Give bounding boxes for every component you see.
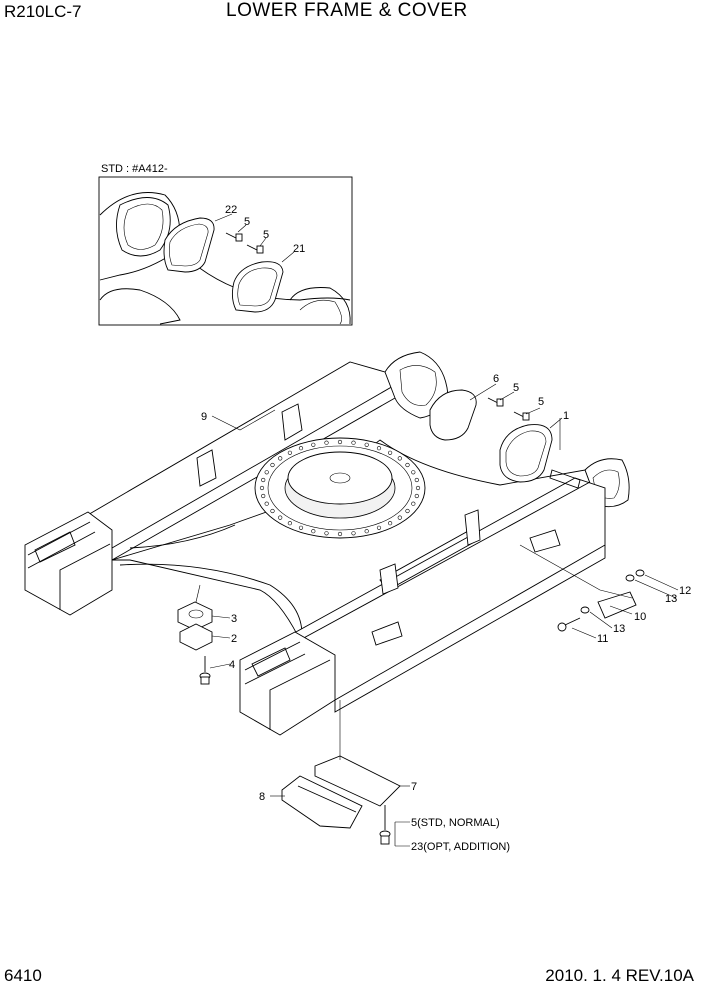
callout-12: 12 [679, 585, 691, 597]
callout-5: 5 [244, 216, 250, 228]
cover-8 [281, 775, 363, 829]
bearing-bolt-hole [415, 485, 421, 491]
bolt-4 [199, 656, 211, 685]
leader-lines [195, 383, 679, 847]
bracket-front-1 [464, 509, 481, 546]
bearing-bolt-hole [414, 477, 419, 483]
bearing-bolt-hole [311, 442, 316, 447]
guide-10 [597, 591, 637, 619]
bolt-5-lower [513, 411, 530, 421]
callout-6: 6 [493, 373, 499, 385]
bolt-5-upper [487, 397, 504, 407]
callout-1: 1 [563, 410, 569, 422]
callout-11: 11 [597, 633, 608, 645]
bracket-front-2 [379, 563, 399, 595]
callout-9: 9 [201, 411, 207, 423]
bearing-bolt-hole [351, 531, 356, 536]
bearing-bolt-hole [376, 446, 382, 451]
bearing-bolt-hole [351, 440, 356, 445]
washer-13-upper [625, 574, 635, 582]
inset-bolt-b [246, 244, 264, 254]
callout-13: 13 [665, 593, 677, 605]
callout-5: 5 [513, 382, 519, 394]
bearing-bolt-hole [364, 529, 369, 534]
guide-hook-2 [371, 621, 403, 646]
bearing-bolt-hole [337, 439, 343, 445]
bearing-bolt-hole [261, 493, 266, 499]
bearing-bolt-hole [287, 521, 293, 526]
bracket-rear-1 [281, 403, 303, 441]
inset-frame-boss-right [289, 287, 351, 325]
bearing-bolt-hole [411, 501, 416, 506]
inset-cover-21 [231, 261, 284, 313]
inset-detail: STD : #A412- 22 5 5 21 [98, 163, 353, 326]
bearing-bolt-hole [405, 508, 410, 514]
bearing-bolt-hole [324, 531, 329, 536]
nut-12 [635, 569, 645, 577]
bearing-bolt-hole [270, 462, 275, 468]
cover-1 [499, 424, 553, 483]
bearing-bolt-hole [259, 485, 265, 491]
bearing-bolt-holes [259, 439, 421, 537]
bearing-bolt-hole [287, 450, 293, 455]
callout-21: 21 [293, 243, 305, 255]
bearing-bolt-hole [324, 440, 329, 445]
bearing-bolt-hole [270, 508, 275, 514]
bearing-bolt-hole [388, 521, 393, 526]
center-body [111, 439, 599, 641]
page-title: LOWER FRAME & COVER [226, 0, 468, 21]
gasket-2 [179, 623, 213, 651]
lower-frame [24, 351, 630, 736]
inset-bolt-a [225, 232, 243, 242]
model-code: R210LC-7 [4, 2, 82, 21]
bearing-bolt-hole [397, 515, 402, 520]
bearing-bolt-hole [264, 501, 269, 506]
bolt-5-23 [379, 805, 391, 845]
bolt-11 [557, 617, 581, 632]
bearing-bolt-hole [298, 446, 304, 451]
bearing-bolt-hole [397, 456, 402, 461]
callout-7: 7 [411, 781, 417, 793]
callout-22: 22 [225, 204, 237, 216]
bearing-bolt-hole [411, 470, 416, 475]
bearing-bolt-hole [298, 525, 304, 530]
bearing-bolt-hole [388, 450, 393, 455]
guide-hook-1 [529, 529, 561, 553]
callout-8: 8 [259, 791, 265, 803]
date-revision: 2010. 1. 4 REV.10A [545, 966, 694, 985]
callout-13: 13 [613, 623, 625, 635]
bearing-bolt-hole [311, 529, 316, 534]
bearing-bolt-hole [376, 525, 382, 530]
callout-5-std: 5(STD, NORMAL) [411, 817, 500, 829]
callout-4: 4 [229, 659, 235, 671]
cover-7 [314, 755, 401, 807]
bearing-bolt-hole [414, 493, 419, 499]
page-number: 6410 [4, 966, 42, 985]
callout-5: 5 [263, 229, 269, 241]
bearing-bolt-hole [405, 462, 410, 468]
callout-10: 10 [634, 611, 646, 623]
bearing-bolt-hole [364, 442, 369, 447]
inset-frame-boss-left [99, 192, 181, 281]
inset-label: STD : #A412- [101, 163, 168, 175]
cover-6 [429, 389, 477, 441]
inset-cover-22 [163, 217, 215, 273]
rear-end-block [24, 511, 113, 616]
callout-5: 5 [538, 396, 544, 408]
bearing-bolt-hole [278, 456, 283, 461]
callout-23-opt: 23(OPT, ADDITION) [411, 841, 510, 853]
bracket-rear-2 [196, 449, 217, 487]
inset-frame [98, 176, 353, 326]
callout-2: 2 [231, 633, 237, 645]
washer-13-lower [580, 606, 590, 614]
bearing-bolt-hole [278, 515, 283, 520]
bearing-bolt-hole [264, 470, 269, 475]
bearing-bolt-hole [337, 531, 343, 537]
callout-3: 3 [231, 613, 237, 625]
front-end-block [239, 631, 336, 736]
plate-3 [177, 601, 213, 631]
bearing-bolt-hole [261, 477, 266, 483]
